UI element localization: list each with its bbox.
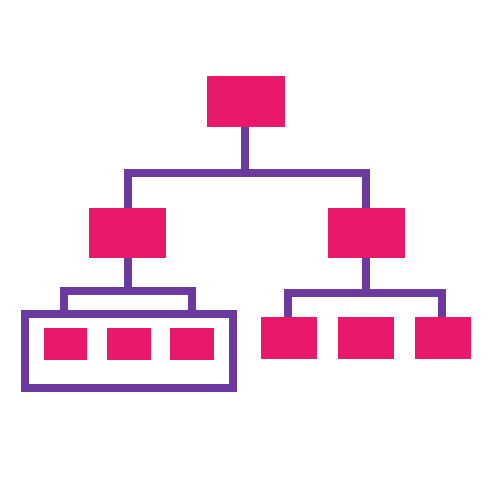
right-leaf-node-2 <box>338 317 394 359</box>
right-branch-node <box>328 208 405 258</box>
left-leaf-node-2 <box>107 328 151 360</box>
left-branch-node <box>89 208 166 258</box>
connector-lines <box>21 123 446 392</box>
left-leaf-node-1 <box>44 328 87 360</box>
root-node <box>207 76 285 127</box>
right-leaf-node-1 <box>261 317 317 359</box>
right-leaf-node-3 <box>415 317 471 359</box>
root-to-branches-connector <box>124 123 370 209</box>
left-leaf-group-frame <box>21 310 237 392</box>
nodes <box>44 76 471 360</box>
left-branch-to-group-connector <box>60 254 196 315</box>
left-leaf-node-3 <box>170 328 214 360</box>
right-branch-to-leaves-connector <box>284 254 446 317</box>
